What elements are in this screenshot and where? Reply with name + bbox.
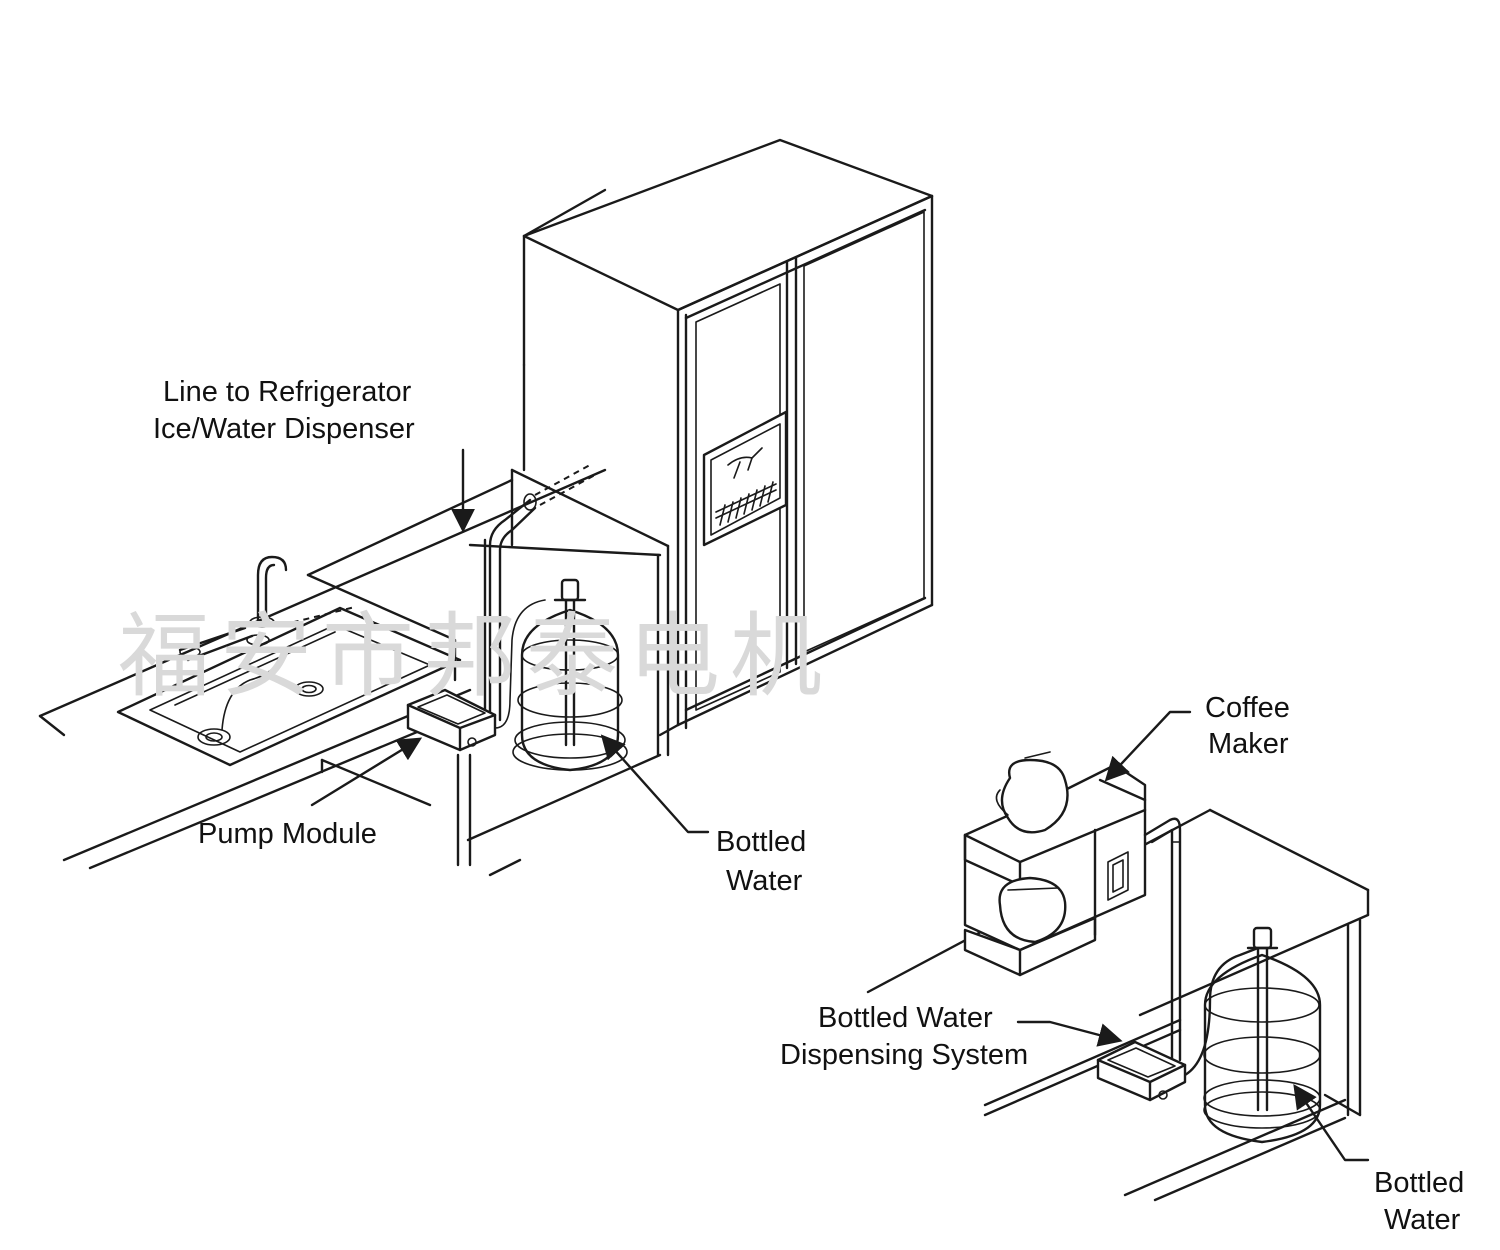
water-bottle-right xyxy=(1203,926,1322,1144)
faucet xyxy=(178,555,356,662)
label-ice-water-dispenser: Ice/Water Dispenser xyxy=(153,413,415,445)
label-bottled-water-right-line2: Water xyxy=(1384,1204,1461,1236)
refrigerator-water-line xyxy=(488,464,596,722)
leader-lines-right xyxy=(1016,710,1370,1162)
watermark: 福安市邦泰电机 xyxy=(118,603,832,710)
label-bottled-water-left-line2: Water xyxy=(726,865,803,897)
pump-module-right xyxy=(1096,1040,1187,1102)
leader-lines-left xyxy=(310,448,710,834)
coffee-maker xyxy=(963,751,1147,977)
label-dispensing-system-line1: Bottled Water xyxy=(818,1002,993,1034)
label-bottled-water-left-line1: Bottled xyxy=(716,826,806,858)
coffee-water-line xyxy=(1143,817,1260,1077)
label-coffee-line1: Coffee xyxy=(1205,692,1290,724)
refrigerator xyxy=(522,138,934,737)
pump-module-left xyxy=(406,599,546,752)
cabinet-frame xyxy=(306,468,670,842)
label-dispensing-system-line2: Dispensing System xyxy=(780,1039,1028,1071)
label-pump-module: Pump Module xyxy=(198,818,377,850)
label-bottled-water-right-line1: Bottled xyxy=(1374,1167,1464,1199)
label-line-to-refrigerator: Line to Refrigerator xyxy=(163,376,412,408)
coffee-counter xyxy=(866,808,1370,1202)
label-coffee-line2: Maker xyxy=(1208,728,1289,760)
